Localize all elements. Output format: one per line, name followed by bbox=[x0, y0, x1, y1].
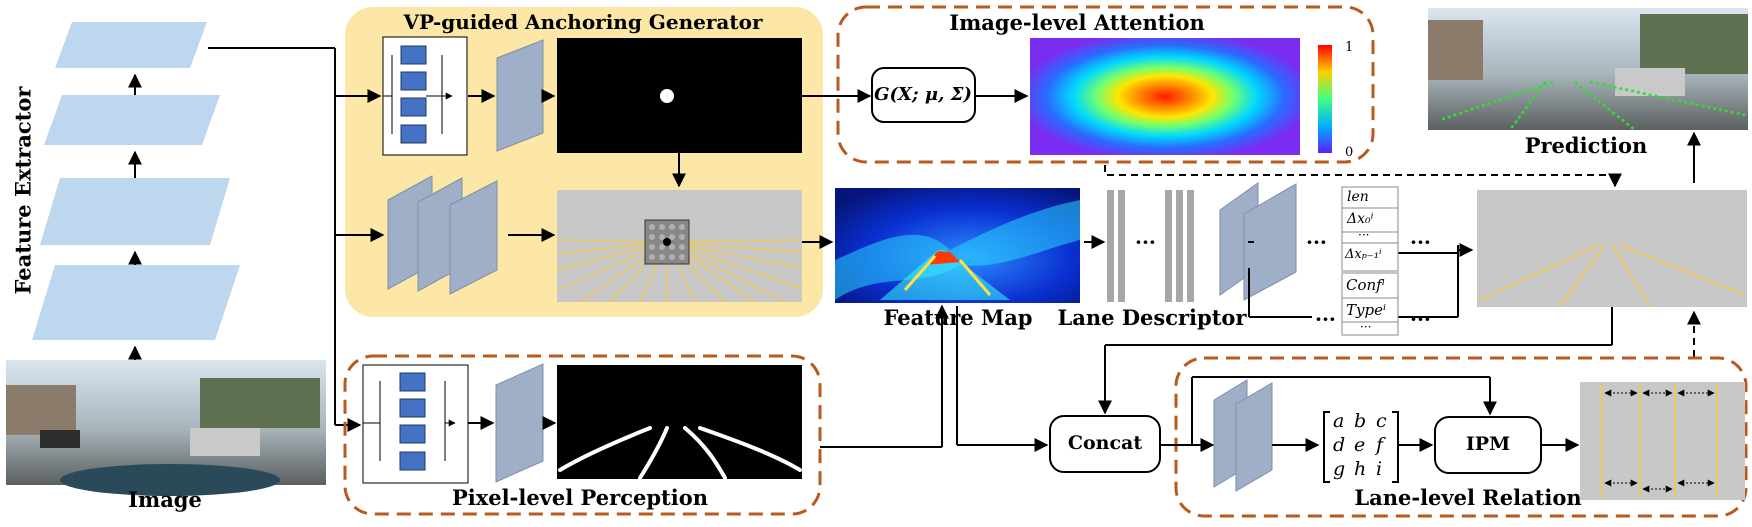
ellipsis-bottom-in: ··· bbox=[1410, 307, 1431, 331]
segmentation-mask bbox=[557, 365, 802, 479]
segmentation-lanes bbox=[558, 426, 802, 480]
image-label: Image bbox=[128, 487, 202, 512]
matrix-h: h bbox=[1354, 458, 1367, 480]
gaussian-formula: G(X; μ, Σ) bbox=[874, 84, 972, 105]
attention-map bbox=[1030, 38, 1300, 155]
colorbar-min: 0 bbox=[1345, 145, 1354, 160]
feature-map-label: Feature Map bbox=[883, 305, 1033, 330]
ipm-label: IPM bbox=[1465, 433, 1511, 455]
anchor-image bbox=[556, 190, 803, 303]
feature-layer-2 bbox=[44, 95, 220, 145]
matrix-g: g bbox=[1333, 458, 1346, 480]
conv-layer-top bbox=[496, 39, 544, 152]
matrix-c: c bbox=[1376, 410, 1387, 432]
matrix-b: b bbox=[1354, 410, 1367, 432]
feature-layer-4 bbox=[32, 265, 240, 340]
cell-dx0: Δx₀ⁱ bbox=[1347, 211, 1374, 227]
lane-descriptor bbox=[1107, 182, 1297, 302]
prediction-image bbox=[1428, 8, 1748, 131]
concat-label: Concat bbox=[1067, 432, 1143, 454]
vp-heatmap bbox=[557, 38, 802, 153]
colorbar bbox=[1318, 45, 1332, 153]
cell-dxp: Δxₚ₋₁ⁱ bbox=[1345, 247, 1382, 262]
conv-module-bottom bbox=[362, 364, 469, 484]
pixel-perception-panel bbox=[343, 354, 822, 516]
conv-layer-bottom bbox=[495, 363, 544, 483]
ipm-output bbox=[1580, 382, 1745, 500]
feature-extractor-label: Feature Extractor bbox=[10, 86, 36, 295]
prediction-label: Prediction bbox=[1524, 133, 1648, 158]
matrix-f: f bbox=[1376, 434, 1384, 456]
cell-dots-bottom: ··· bbox=[1360, 320, 1372, 334]
cell-conf: Confⁱ bbox=[1346, 276, 1385, 294]
matrix-a: a bbox=[1333, 410, 1345, 432]
cell-len: len bbox=[1347, 189, 1369, 205]
matrix-d: d bbox=[1333, 434, 1346, 456]
matrix-i: i bbox=[1376, 458, 1383, 480]
lane-relation-label: Lane-level Relation bbox=[1354, 485, 1582, 510]
cell-dots-top: ··· bbox=[1358, 228, 1370, 242]
lane-output-panel bbox=[1477, 190, 1747, 307]
vp-generator-label: VP-guided Anchoring Generator bbox=[403, 10, 763, 34]
feature-extractor bbox=[32, 22, 240, 360]
input-image bbox=[6, 360, 326, 496]
image-attention-label: Image-level Attention bbox=[949, 10, 1205, 35]
ellipsis-top-out: ··· bbox=[1306, 230, 1327, 254]
lane-descriptor-label: Lane Descriptor bbox=[1057, 305, 1247, 330]
ellipsis-bottom-out: ··· bbox=[1315, 307, 1336, 331]
descriptor-table bbox=[1341, 186, 1399, 336]
ellipsis-descriptor: ··· bbox=[1135, 230, 1156, 254]
conv-module-top bbox=[382, 36, 468, 156]
ellipsis-top-in: ··· bbox=[1410, 230, 1431, 254]
conv-stack bbox=[387, 175, 498, 295]
image-attention-panel bbox=[836, 5, 1375, 164]
cell-type: Typeⁱ bbox=[1346, 301, 1386, 319]
relation-matrix bbox=[1323, 411, 1399, 483]
feature-layer-3 bbox=[40, 178, 230, 245]
relation-conv-stack bbox=[1213, 379, 1273, 492]
feature-layer-1 bbox=[55, 22, 207, 68]
matrix-e: e bbox=[1354, 434, 1366, 456]
feature-map bbox=[835, 188, 1080, 303]
colorbar-max: 1 bbox=[1345, 40, 1354, 55]
pixel-perception-label: Pixel-level Perception bbox=[452, 485, 708, 510]
